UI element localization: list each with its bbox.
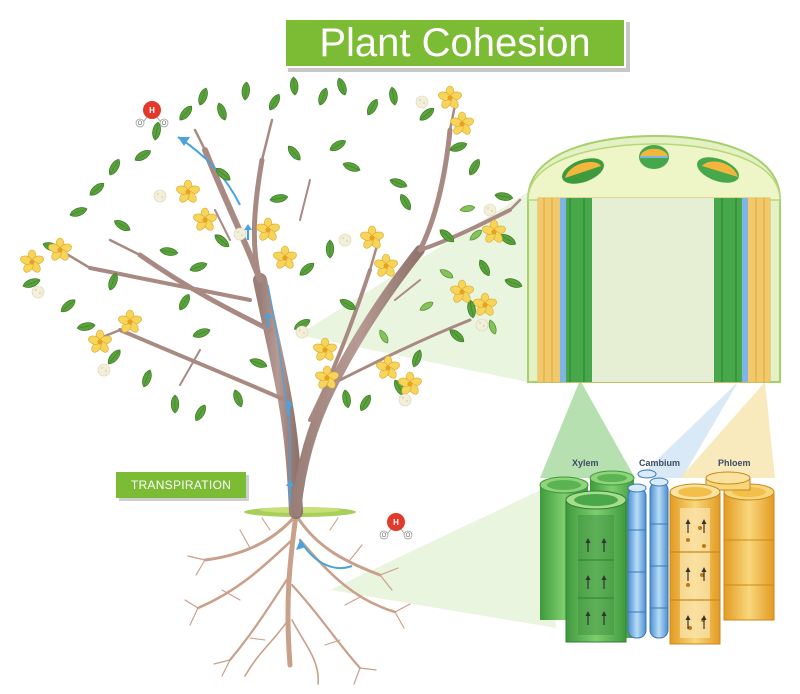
stem-cross-section bbox=[527, 134, 781, 383]
cambium-label: Cambium bbox=[639, 458, 681, 468]
xylem-vessels bbox=[539, 470, 635, 643]
molecule-o-letter: O bbox=[406, 533, 411, 539]
root-callout-cone bbox=[330, 488, 556, 628]
title-banner: Plant Cohesion bbox=[284, 18, 626, 68]
phloem-tubes bbox=[669, 471, 775, 645]
molecule-h-letter: H bbox=[393, 518, 399, 527]
tree-branches bbox=[58, 103, 522, 422]
water-flow-arrows bbox=[177, 136, 296, 505]
cambium-callout-cone bbox=[638, 382, 738, 478]
molecule-h-letter: H bbox=[149, 106, 155, 115]
water-molecule-root: H O O bbox=[379, 513, 413, 540]
xylem-callout-cone bbox=[540, 380, 635, 478]
water-molecule-top: H O O bbox=[135, 101, 169, 128]
roots bbox=[184, 512, 411, 685]
phloem-label: Phloem bbox=[718, 458, 751, 468]
xylem-label: Xylem bbox=[572, 458, 599, 468]
molecule-o-letter: O bbox=[138, 121, 143, 127]
root-water-flow-arrow bbox=[299, 539, 353, 570]
transpiration-label-box: TRANSPIRATION bbox=[116, 472, 246, 498]
molecule-o-letter: O bbox=[162, 121, 167, 127]
phloem-callout-cone bbox=[680, 382, 775, 478]
molecule-o-letter: O bbox=[382, 533, 387, 539]
page-title: Plant Cohesion bbox=[319, 21, 591, 65]
cambium-cells bbox=[627, 469, 669, 639]
transpiration-label: TRANSPIRATION bbox=[130, 478, 232, 492]
